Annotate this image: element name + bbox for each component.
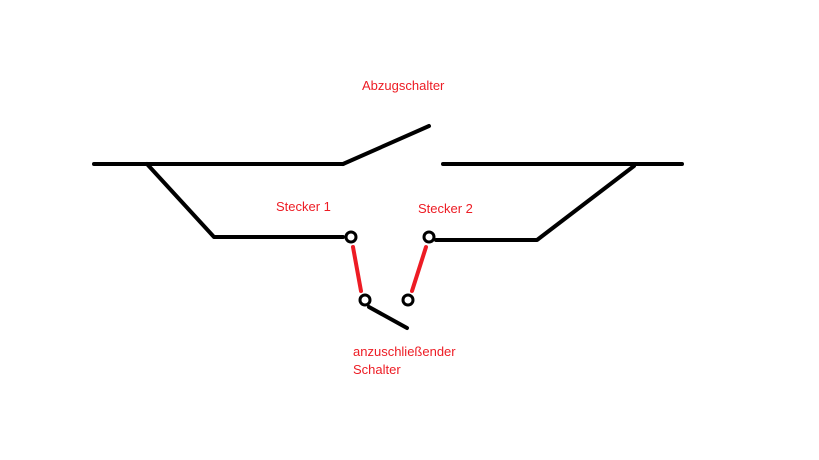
branch-wire-right (434, 164, 636, 242)
switch-terminal-1 (358, 293, 372, 307)
connection-wire-2 (410, 245, 428, 293)
plug-1-label: Stecker 1 (276, 199, 331, 214)
pull-switch-lever (341, 124, 431, 166)
switch-terminal-2 (401, 293, 415, 307)
switch-to-connect-lever (367, 305, 409, 330)
switch-to-connect-label-line2: Schalter (353, 362, 401, 377)
switch-to-connect-label-line1: anzuschließender (353, 344, 456, 359)
plug-2-terminal (422, 230, 436, 244)
plug-1-terminal (344, 230, 358, 244)
connection-wire-1 (351, 245, 363, 293)
branch-wire-left (145, 162, 345, 239)
plug-2-label: Stecker 2 (418, 201, 473, 216)
switch-to-connect-label: anzuschließender Schalter (353, 343, 456, 379)
pull-switch-label: Abzugschalter (362, 78, 445, 93)
